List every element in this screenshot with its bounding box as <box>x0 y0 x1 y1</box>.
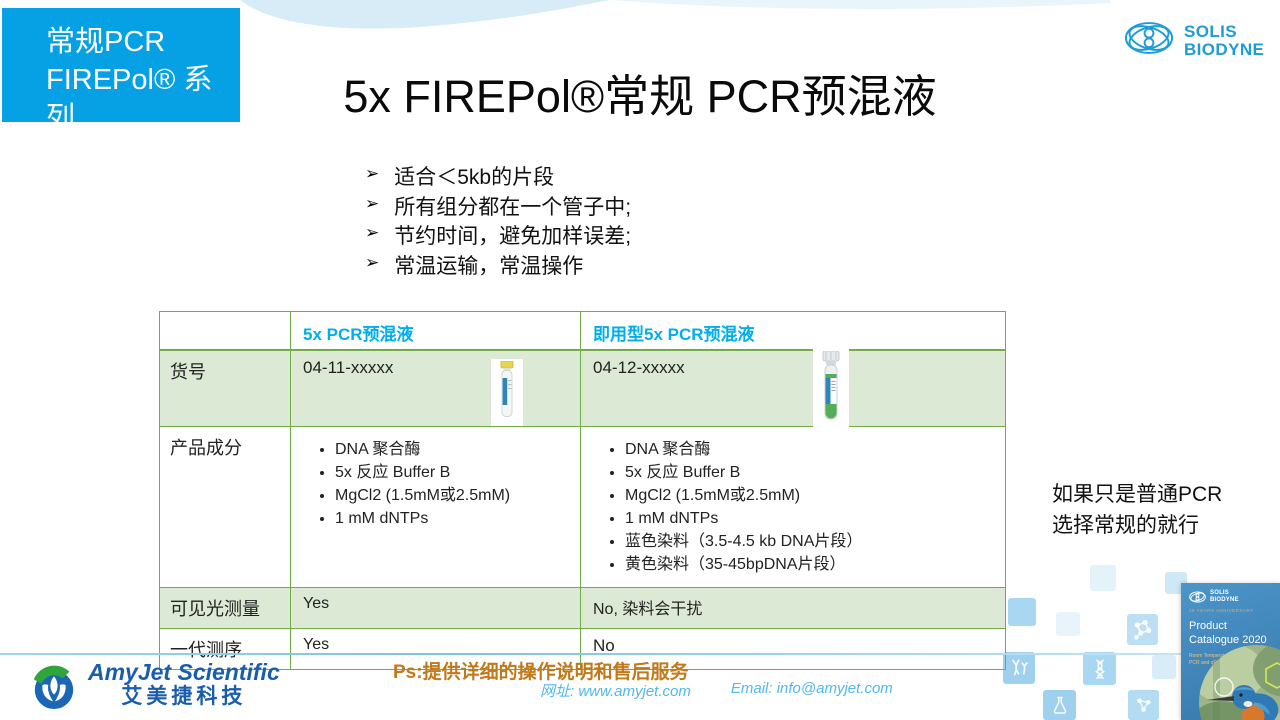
visible-light-cell-2: No, 染料会干扰 <box>580 586 1006 629</box>
component-item: DNA 聚合酶 <box>625 438 993 461</box>
side-note: 如果只是普通PCR 选择常规的就行 <box>1052 479 1222 541</box>
footer-divider <box>0 653 1280 655</box>
component-item: MgCl2 (1.5mM或2.5mM) <box>335 484 568 507</box>
email-link: Email: info@amyjet.com <box>730 680 893 697</box>
series-line2: FIREPol® 系列 <box>46 64 213 134</box>
watermark-tile <box>1090 565 1116 591</box>
molecule-icon <box>1128 690 1159 720</box>
side-note-line1: 如果只是普通PCR <box>1052 483 1223 506</box>
catalogue-subtitle-line1: Room Temperature Stable <box>1189 653 1248 659</box>
amyjet-icon <box>30 659 78 718</box>
sequencing-cell-2: No <box>580 627 1006 670</box>
visible-light-cell-1: Yes <box>290 586 581 629</box>
components-list-2: DNA 聚合酶 5x 反应 Buffer B MgCl2 (1.5mM或2.5m… <box>593 438 993 576</box>
page-title: 5x FIREPol®常规 PCR预混液 <box>343 71 937 122</box>
catalogue-brand-text: SOLIS BIODYNE <box>1210 590 1239 603</box>
contact-row: 网址: www.amyjet.com Email: info@amyjet.co… <box>540 680 893 701</box>
catalogue-anniversary: 25 YEARS ANNIVERSARY <box>1189 608 1254 613</box>
list-item: ➢ 常温运输，常温操作 <box>365 250 631 280</box>
antibody-icon <box>1003 652 1035 684</box>
component-item: 1 mM dNTPs <box>335 507 568 530</box>
list-item: ➢ 所有组分都在一个管子中; <box>365 191 631 221</box>
watermark-tile <box>1008 598 1036 626</box>
series-box: 常规PCR FIREPol® 系列 <box>2 8 240 134</box>
components-cell-1: DNA 聚合酶 5x 反应 Buffer B MgCl2 (1.5mM或2.5m… <box>290 425 581 588</box>
series-line1: 常规PCR <box>46 26 166 58</box>
side-note-line2: 选择常规的就行 <box>1052 514 1199 537</box>
arrow-bullet-icon: ➢ <box>365 223 380 242</box>
catalog-number-cell-2: 04-12-xxxxx <box>580 349 1006 431</box>
list-item: ➢ 适合＜5kb的片段 <box>365 161 631 191</box>
bullet-list: ➢ 适合＜5kb的片段 ➢ 所有组分都在一个管子中; ➢ 节约时间，避免加样误差… <box>365 161 631 279</box>
amyjet-name-cn: 艾美捷科技 <box>121 685 247 708</box>
catalogue-brand-line1: SOLIS <box>1210 590 1230 596</box>
table-row: 货号 04-11-xxxxx 04-12-xxxxx <box>159 349 1006 431</box>
website-link: 网址: www.amyjet.com <box>540 683 691 700</box>
header-5x-premix: 5x PCR预混液 <box>290 311 581 351</box>
header-empty-cell <box>159 311 291 351</box>
sequencing-cell-1: Yes <box>290 627 581 670</box>
watermark-tile <box>1152 655 1176 679</box>
row-label-components: 产品成分 <box>159 425 291 588</box>
table-row: 产品成分 DNA 聚合酶 5x 反应 Buffer B MgCl2 (1.5mM… <box>159 425 1006 588</box>
catalogue-title-line1: Product <box>1189 620 1227 632</box>
molecule-icon <box>1127 614 1158 645</box>
solis-word: SOLIS <box>1184 21 1238 41</box>
comparison-table: 5x PCR预混液 即用型5x PCR预混液 货号 04-11-xxxxx <box>159 311 1006 670</box>
header-ready-premix: 即用型5x PCR预混液 <box>580 311 1006 351</box>
bullet-text: 节约时间，避免加样误差; <box>394 225 632 248</box>
product-catalogue-cover: SOLIS BIODYNE 25 YEARS ANNIVERSARY Produ… <box>1181 583 1280 720</box>
solis-logo: SOLIS BIODYNE <box>1124 20 1264 61</box>
amyjet-name-en: AmyJet Scientific <box>88 659 280 685</box>
amyjet-logo-text: AmyJet Scientific 艾美捷科技 <box>88 659 280 718</box>
catalogue-brand-line2: BIODYNE <box>1210 596 1239 603</box>
arrow-bullet-icon: ➢ <box>365 252 380 272</box>
flask-icon <box>1043 690 1076 720</box>
component-item: 5x 反应 Buffer B <box>335 461 568 484</box>
solis-logo-text: SOLIS BIODYNE <box>1184 21 1265 59</box>
catalogue-title: Product Catalogue 2020 <box>1189 619 1267 647</box>
component-item: 黄色染料（35-45bpDNA片段） <box>625 553 993 576</box>
dna-icon <box>1083 652 1116 685</box>
amyjet-logo: AmyJet Scientific 艾美捷科技 <box>30 659 280 718</box>
watermark-tile <box>1056 612 1080 636</box>
table-row: 可见光测量 Yes No, 染料会干扰 <box>159 586 1006 629</box>
catalogue-solis-logo: SOLIS BIODYNE <box>1189 590 1239 603</box>
tube-image-yellow-cap <box>491 359 523 426</box>
catalog-number-1: 04-11-xxxxx <box>303 358 394 377</box>
row-label-catalog-number: 货号 <box>159 349 291 427</box>
bullet-text: 所有组分都在一个管子中; <box>394 195 632 219</box>
component-item: DNA 聚合酶 <box>335 438 568 461</box>
component-item: 1 mM dNTPs <box>625 507 993 530</box>
components-list-1: DNA 聚合酶 5x 反应 Buffer B MgCl2 (1.5mM或2.5m… <box>303 438 568 530</box>
tube-image-green-liquid <box>813 349 849 431</box>
catalog-number-2: 04-12-xxxxx <box>593 358 685 377</box>
solis-globe-icon <box>1124 20 1174 61</box>
bullet-text: 适合＜5kb的片段 <box>394 166 555 189</box>
component-item: 5x 反应 Buffer B <box>625 461 993 484</box>
row-label-visible-light: 可见光测量 <box>159 586 291 629</box>
catalog-number-cell-1: 04-11-xxxxx <box>290 349 581 427</box>
arrow-bullet-icon: ➢ <box>365 164 380 183</box>
catalogue-title-line2: Catalogue 2020 <box>1189 634 1267 646</box>
component-item: MgCl2 (1.5mM或2.5mM) <box>625 484 993 507</box>
list-item: ➢ 节约时间，避免加样误差; <box>365 220 631 250</box>
components-cell-2: DNA 聚合酶 5x 反应 Buffer B MgCl2 (1.5mM或2.5m… <box>580 425 1006 588</box>
table-header-row: 5x PCR预混液 即用型5x PCR预混液 <box>159 311 1006 351</box>
component-item: 蓝色染料（3.5-4.5 kb DNA片段） <box>625 530 993 553</box>
arrow-bullet-icon: ➢ <box>365 193 380 213</box>
biodyne-word: BIODYNE <box>1184 39 1265 59</box>
ps-service-note: Ps:提供详细的操作说明和售后服务 <box>393 662 689 683</box>
bullet-text: 常温运输，常温操作 <box>394 254 584 278</box>
